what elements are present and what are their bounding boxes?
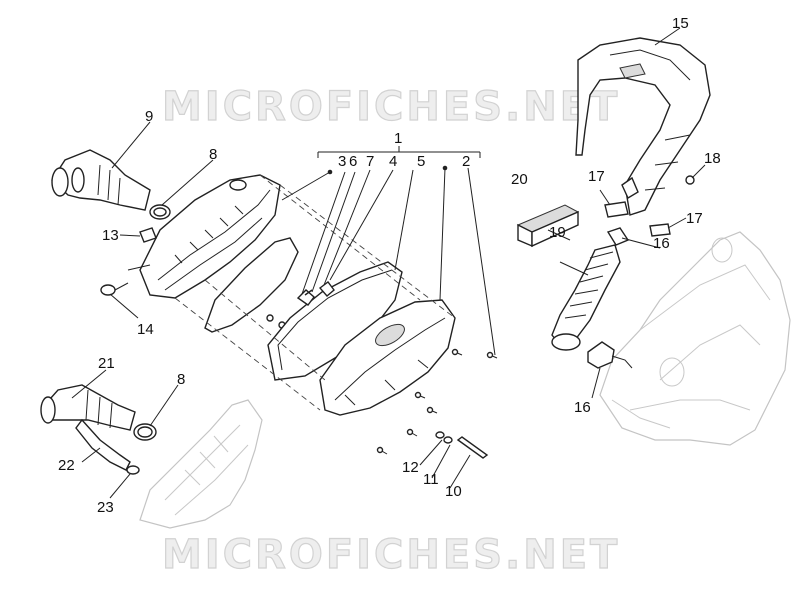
hose-clamp-upper (149, 204, 171, 220)
ghost-housing-right (599, 231, 791, 446)
callout-14: 14 (137, 321, 154, 338)
callout-16-lower: 16 (574, 399, 591, 416)
foam-block (516, 204, 580, 248)
callout-11: 11 (423, 471, 439, 488)
callout-1: 1 (394, 130, 402, 147)
callout-3: 3 (338, 153, 346, 170)
leader-lines (71, 27, 706, 499)
callout-10: 10 (445, 483, 462, 500)
screws (376, 348, 498, 459)
callout-23: 23 (97, 499, 114, 516)
callout-5: 5 (417, 153, 425, 170)
callout-21: 21 (98, 355, 115, 372)
ghost-housing-bottom (139, 399, 263, 529)
callout-17-right: 17 (686, 210, 703, 227)
clips (296, 281, 335, 306)
watermark-bottom: MICROFICHES.NET (162, 532, 620, 578)
intake-pipe-upper (51, 149, 151, 211)
callout-22: 22 (58, 457, 75, 474)
drain-cap (587, 341, 633, 369)
grommet-16 (606, 227, 630, 246)
callout-6: 6 (349, 153, 357, 170)
seal-gasket (267, 261, 403, 381)
callout-19: 19 (549, 224, 566, 241)
callout-13: 13 (102, 227, 119, 244)
callout-17-left: 17 (588, 168, 605, 185)
callout-15: 15 (672, 15, 689, 32)
callout-4: 4 (389, 153, 397, 170)
callout-8-upper: 8 (209, 146, 217, 163)
callout-16-upper: 16 (653, 235, 670, 252)
watermark-top: MICROFICHES.NET (162, 84, 620, 130)
small-fittings-left (100, 227, 157, 296)
bellows-hose (551, 244, 621, 351)
callout-18: 18 (704, 150, 721, 167)
callout-20: 20 (511, 171, 528, 188)
callout-labels: 1 2 3 6 7 4 5 8 8 9 10 11 12 13 14 15 16… (58, 15, 721, 516)
callout-12: 12 (402, 459, 419, 476)
filter-plate (204, 237, 299, 333)
callout-7: 7 (366, 153, 374, 170)
callout-8-lower: 8 (177, 371, 185, 388)
intake-pipe-lower (40, 384, 136, 471)
callout-2: 2 (462, 153, 470, 170)
airbox-cover (319, 299, 456, 416)
callout-9: 9 (145, 108, 153, 125)
mounting-bracket (575, 37, 711, 216)
assembly-lines (174, 174, 456, 411)
hose-clamp-lower (133, 423, 157, 441)
rubber-pads (604, 201, 671, 237)
clamp-23 (126, 465, 140, 475)
